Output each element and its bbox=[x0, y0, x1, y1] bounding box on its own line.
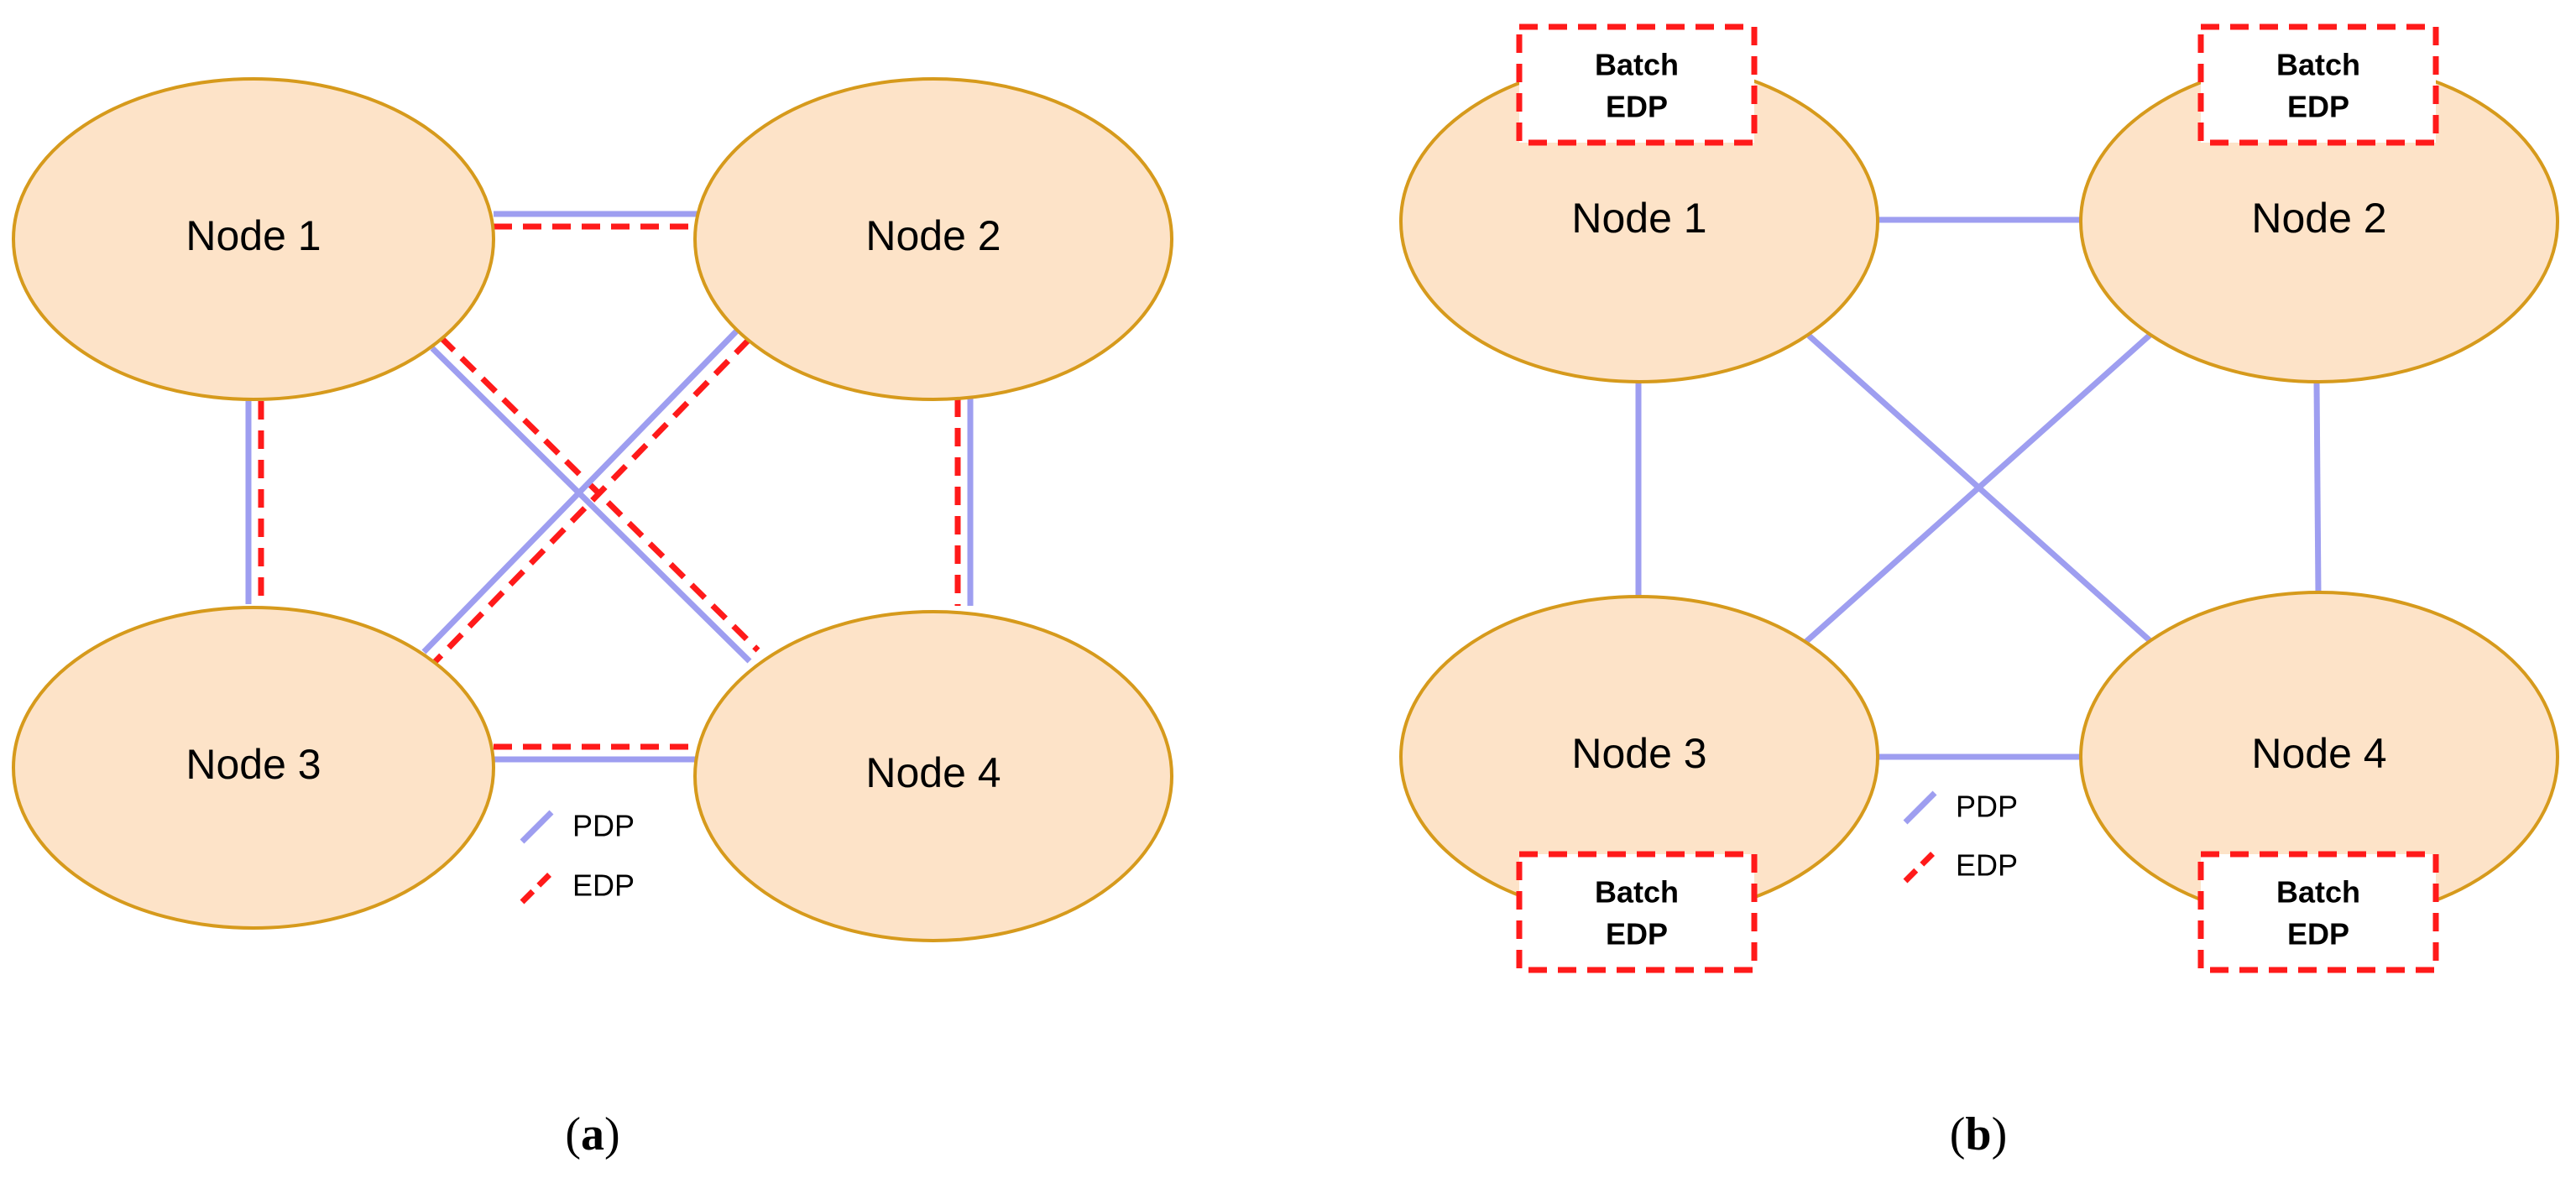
legend-pdp-label: PDP bbox=[1956, 790, 2018, 824]
batch-edp-box-node-2: Batch EDP bbox=[2197, 23, 2439, 146]
legend-pdp-swatch bbox=[1903, 790, 1937, 825]
node-label: Node 3 bbox=[1571, 730, 1706, 777]
batch-edp-box-node-3: Batch EDP bbox=[1516, 851, 1758, 973]
legend-pdp-label: PDP bbox=[572, 809, 635, 843]
panel-a-node-4: Node 4 bbox=[693, 610, 1173, 942]
batch-label-line1: Batch bbox=[1595, 48, 1679, 82]
panel-a-connections bbox=[245, 211, 974, 763]
caption-letter: b bbox=[1965, 1108, 1991, 1160]
panel-b-node-3: Node 3 bbox=[1399, 595, 1879, 919]
legend-edp-swatch bbox=[520, 870, 554, 905]
caption-open: ( bbox=[1950, 1108, 1966, 1160]
batch-box-frame bbox=[1516, 851, 1758, 973]
node-label: Node 2 bbox=[2251, 195, 2386, 242]
node-label: Node 4 bbox=[2251, 730, 2386, 777]
panel-b-node-4: Node 4 bbox=[2079, 591, 2559, 923]
caption-close: ) bbox=[1992, 1108, 2008, 1160]
batch-label-line1: Batch bbox=[2276, 875, 2360, 910]
pdp-link-2-3 bbox=[421, 326, 741, 654]
legend-pdp-swatch bbox=[520, 810, 554, 844]
node-ellipse bbox=[693, 77, 1173, 401]
pdp-link-2-4 bbox=[2313, 381, 2322, 597]
pdp-link-2-3 bbox=[1800, 330, 2155, 647]
panel-a-caption: (a) bbox=[565, 1108, 619, 1160]
node-label: Node 2 bbox=[865, 212, 1001, 259]
batch-edp-box-node-1: Batch EDP bbox=[1516, 23, 1758, 146]
legend-edp-label: EDP bbox=[1956, 848, 2018, 883]
batch-label-line1: Batch bbox=[1595, 875, 1679, 910]
panel-b-legend: PDP EDP bbox=[1903, 790, 2018, 884]
panel-a-node-1: Node 1 bbox=[12, 77, 495, 401]
panel-a-node-2: Node 2 bbox=[693, 77, 1173, 401]
panel-a-node-3: Node 3 bbox=[12, 606, 495, 930]
panel-b: Node 1 Node 2 Node 3 Node 4 Batch EDP Ba… bbox=[1399, 23, 2559, 1160]
node-label: Node 4 bbox=[865, 749, 1001, 796]
node-label: Node 3 bbox=[185, 741, 321, 788]
node-ellipse bbox=[12, 606, 495, 930]
panel-a: Node 1 Node 2 Node 3 Node 4 PDP EDP (a) bbox=[12, 77, 1173, 1160]
caption-letter: a bbox=[581, 1108, 604, 1160]
panel-b-node-2: Node 2 bbox=[2079, 60, 2559, 383]
edp-link-2-3 bbox=[431, 337, 751, 665]
panel-b-connections bbox=[1635, 216, 2322, 760]
batch-box-frame bbox=[2197, 23, 2439, 146]
batch-box-frame bbox=[1516, 23, 1758, 146]
batch-edp-box-node-4: Batch EDP bbox=[2197, 851, 2439, 973]
batch-label-line2: EDP bbox=[2287, 90, 2349, 124]
panel-a-legend: PDP EDP bbox=[520, 809, 635, 905]
batch-label-line2: EDP bbox=[1606, 917, 1668, 952]
pdp-link-1-4 bbox=[430, 346, 752, 664]
batch-label-line2: EDP bbox=[1606, 90, 1668, 124]
panel-b-caption: (b) bbox=[1950, 1108, 2007, 1160]
legend-edp-swatch bbox=[1903, 849, 1937, 884]
node-label: Node 1 bbox=[185, 212, 321, 259]
batch-box-frame bbox=[2197, 851, 2439, 973]
node-ellipse bbox=[12, 77, 495, 401]
batch-label-line1: Batch bbox=[2276, 48, 2360, 82]
legend-edp-label: EDP bbox=[572, 868, 635, 903]
caption-open: ( bbox=[565, 1108, 581, 1160]
caption-close: ) bbox=[604, 1108, 620, 1160]
node-label: Node 1 bbox=[1571, 195, 1706, 242]
batch-label-line2: EDP bbox=[2287, 917, 2349, 952]
node-ellipse bbox=[693, 610, 1173, 942]
